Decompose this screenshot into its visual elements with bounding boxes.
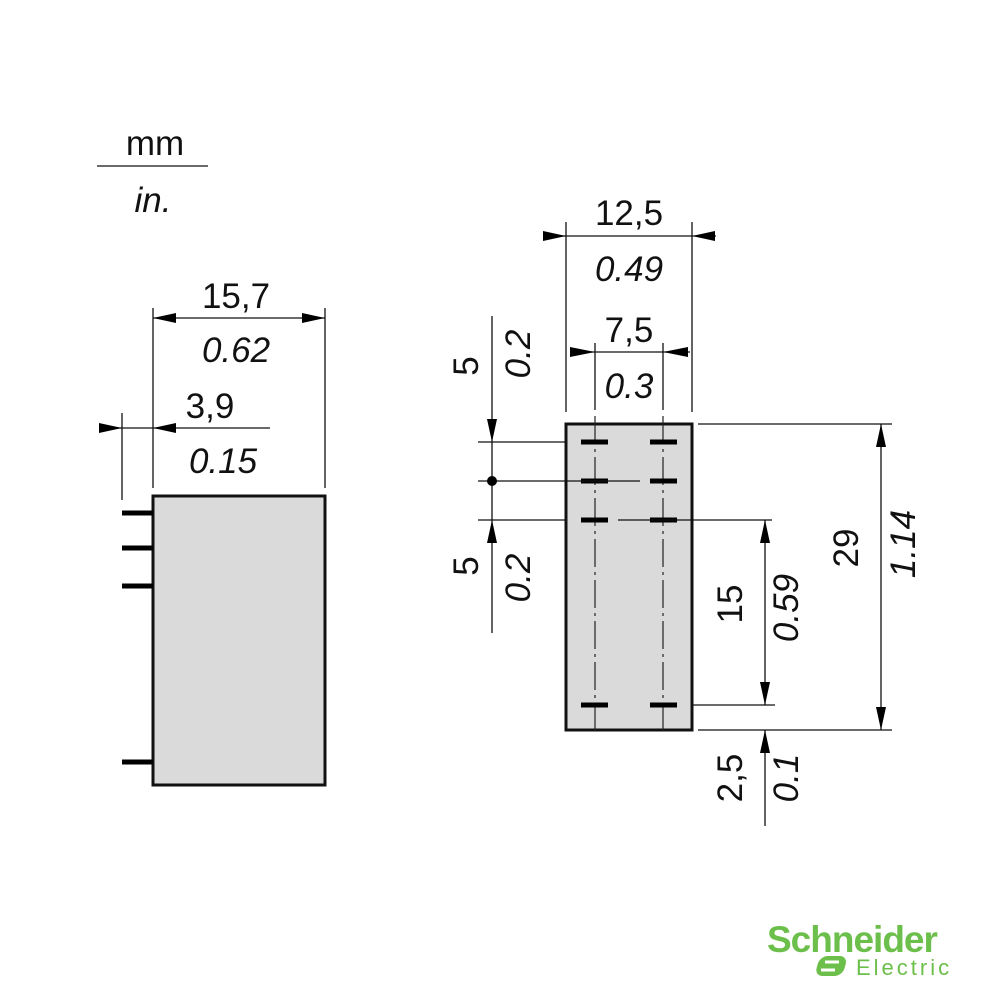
schneider-electric-logo: Schneider Electric xyxy=(767,919,952,980)
unit-inch: in. xyxy=(135,181,172,220)
dim-in: 0.3 xyxy=(605,367,654,406)
dim-mm: 5 xyxy=(447,556,486,575)
dimension-pin-span: 15 0.59 xyxy=(692,520,806,706)
dimension-length: 29 1.14 xyxy=(698,423,923,731)
dim-mm: 2,5 xyxy=(711,754,750,803)
logo-s-icon xyxy=(816,956,846,976)
relay-body-side xyxy=(151,494,327,787)
dim-mm: 12,5 xyxy=(595,194,663,233)
dimension-row-spacing: 7,5 0.3 xyxy=(570,311,690,410)
bottom-view: 12,5 0.49 7,5 0.3 5 0.2 5 0.2 xyxy=(447,194,923,826)
units-legend: mm in. xyxy=(97,124,208,220)
dimension-pin-offset: 2,5 0.1 xyxy=(711,730,806,826)
side-view: 15,7 0.62 3,9 0.15 xyxy=(99,277,327,787)
dim-in: 0.2 xyxy=(499,330,538,379)
dim-in: 0.2 xyxy=(499,554,538,603)
dimension-pin-pitch: 5 0.2 5 0.2 xyxy=(447,316,772,633)
logo-brand: Schneider xyxy=(767,919,937,960)
dim-in: 0.1 xyxy=(767,754,806,803)
dim-in: 0.49 xyxy=(595,250,663,289)
dim-in: 0.15 xyxy=(189,442,258,481)
unit-mm: mm xyxy=(126,124,184,163)
dim-mm: 15,7 xyxy=(202,277,270,316)
dimension-width-side: 15,7 0.62 xyxy=(152,277,326,488)
dimension-pin-length: 3,9 0.15 xyxy=(99,387,270,500)
dim-in: 1.14 xyxy=(884,510,923,578)
relay-body-bottom xyxy=(564,422,694,732)
dim-mm: 3,9 xyxy=(186,387,235,426)
dimension-width-bottom: 12,5 0.49 xyxy=(543,194,716,412)
dim-in: 0.59 xyxy=(767,574,806,642)
dim-mm: 5 xyxy=(447,356,486,375)
dim-mm: 7,5 xyxy=(605,311,654,350)
logo-sub: Electric xyxy=(856,955,952,980)
dim-mm: 29 xyxy=(827,529,866,568)
dim-in: 0.62 xyxy=(202,331,270,370)
dim-mm: 15 xyxy=(711,585,750,624)
